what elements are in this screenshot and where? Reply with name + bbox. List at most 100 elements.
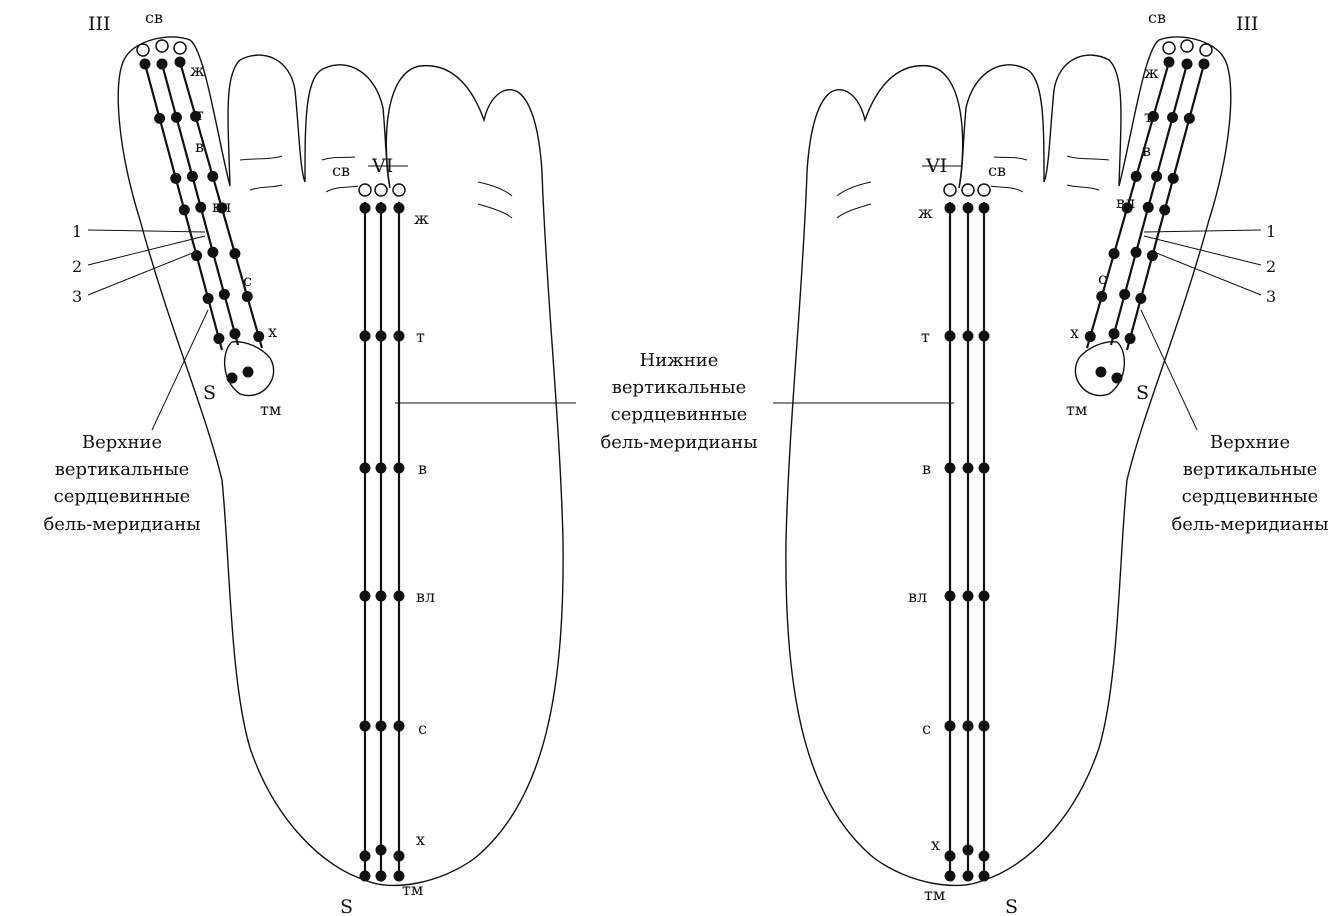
right-toe-point — [1167, 112, 1178, 123]
right-toe-point — [1109, 248, 1120, 259]
left-sole-open-point — [359, 184, 371, 196]
right-toe-point — [1096, 291, 1107, 302]
right-toe-point — [1143, 202, 1154, 213]
left-sole-zh: ж — [414, 209, 429, 228]
right-sole-open-point — [944, 184, 956, 196]
right-sole-point — [963, 591, 974, 602]
right-upper-caption-line-4: бель-меридианы — [1171, 514, 1328, 535]
left-toe-t: т — [195, 105, 204, 124]
left-sole-open-point — [393, 184, 405, 196]
left-toe-open-point — [174, 42, 186, 54]
right-toe-point — [1151, 171, 1162, 182]
left-sole-point — [376, 331, 387, 342]
right-sole-x: х — [931, 835, 940, 854]
right-toe-zh: ж — [1144, 63, 1159, 82]
right-toe-vl: вл — [1116, 193, 1135, 212]
left-upper-caption-line-4: бель-меридианы — [43, 514, 200, 535]
right-toe-S: S — [1136, 382, 1149, 404]
right-toe-open-point — [1163, 42, 1175, 54]
right-sole-point — [945, 331, 956, 342]
left-sole-s: с — [418, 719, 427, 738]
left-sole-point — [376, 845, 387, 856]
right-toe-point — [1131, 247, 1142, 258]
left-toe-point — [213, 333, 224, 344]
left-upper-caption-line-3: сердцевинные — [54, 486, 191, 507]
center-caption: Нижние вертикальные сердцевинные бель-ме… — [600, 350, 757, 453]
left-sole-point — [360, 331, 371, 342]
right-toe-point — [1182, 59, 1193, 70]
right-sole-point — [963, 845, 974, 856]
right-toe-tm: тм — [1066, 400, 1087, 419]
right-sole-S: S — [1005, 896, 1018, 916]
right-toe-point — [1112, 373, 1123, 384]
left-sole-open-point — [375, 184, 387, 196]
left-toe-zh: ж — [190, 61, 205, 80]
right-num-2: 2 — [1266, 257, 1276, 276]
left-sole-point — [394, 591, 405, 602]
right-sole-zh: ж — [918, 203, 933, 222]
left-sole-point — [394, 851, 405, 862]
right-sole-s: с — [922, 719, 931, 738]
right-toe-cb: св — [1148, 8, 1166, 27]
right-toe-open-point — [1181, 40, 1193, 52]
left-toe-point — [171, 112, 182, 123]
left-toe-S: S — [203, 382, 216, 404]
left-sole-tm: тм — [402, 880, 423, 899]
right-toe-point — [1119, 289, 1130, 300]
right-sole-v: в — [922, 459, 931, 478]
left-sole-cb: св — [332, 161, 350, 180]
left-sole-point — [394, 203, 405, 214]
right-sole-point — [945, 871, 956, 882]
right-toe-point — [1147, 250, 1158, 261]
left-sole-point — [360, 871, 371, 882]
left-sole-point — [360, 591, 371, 602]
left-toe-x: х — [268, 322, 277, 341]
left-toe-vl: вл — [212, 197, 231, 216]
right-sole-open-point — [978, 184, 990, 196]
right-sole-open-point — [962, 184, 974, 196]
left-num-2: 2 — [72, 257, 82, 276]
right-toe-point — [1085, 331, 1096, 342]
right-sole-cb: св — [988, 161, 1006, 180]
left-sole-point — [376, 463, 387, 474]
left-toe-s: с — [243, 271, 252, 290]
left-toe-open-point — [156, 40, 168, 52]
left-toe-point — [191, 250, 202, 261]
left-sole-S: S — [340, 896, 353, 916]
center-caption-line-1: Нижние — [640, 350, 719, 371]
right-sole-point — [979, 871, 990, 882]
left-upper-caption-line-2: вертикальные — [55, 459, 189, 480]
right-sole-point — [979, 591, 990, 602]
right-sole-t: т — [921, 327, 930, 346]
right-sole-point — [945, 851, 956, 862]
left-num-3: 3 — [72, 287, 82, 306]
right-sole-point — [979, 463, 990, 474]
left-sole-t: т — [416, 327, 425, 346]
right-num-1: 1 — [1266, 222, 1276, 241]
right-toe-point — [1109, 328, 1120, 339]
right-toe-point — [1199, 59, 1210, 70]
left-sole-point — [394, 463, 405, 474]
left-sole-point — [376, 591, 387, 602]
center-caption-line-3: сердцевинные — [611, 404, 748, 425]
left-toe-point — [243, 367, 254, 378]
left-sole-point — [376, 203, 387, 214]
right-toe-point — [1168, 173, 1179, 184]
left-toe-point — [140, 59, 151, 70]
left-toe-point — [195, 202, 206, 213]
left-toe-point — [219, 289, 230, 300]
right-sole-point — [945, 463, 956, 474]
right-sole-vl: вл — [908, 587, 927, 606]
left-toe-point — [242, 291, 253, 302]
right-toe-point — [1096, 367, 1107, 378]
right-foot-outline — [786, 37, 1231, 886]
left-sole-point — [376, 871, 387, 882]
center-caption-line-2: вертикальные — [612, 377, 746, 398]
right-toe-v: в — [1142, 141, 1151, 160]
right-upper-caption-line-2: вертикальные — [1183, 459, 1317, 480]
right-toe-s: с — [1098, 269, 1107, 288]
left-upper-caption: Верхние вертикальные сердцевинные бель-м… — [43, 432, 200, 535]
left-toe-cb: св — [145, 8, 163, 27]
left-sole-vl: вл — [416, 587, 435, 606]
